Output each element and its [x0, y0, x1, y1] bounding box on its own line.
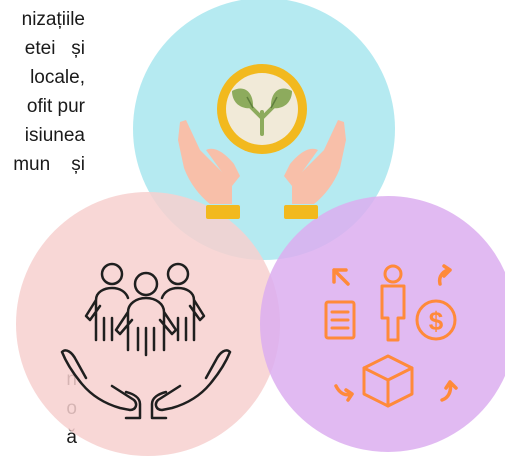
text-line: isiunea	[24, 125, 85, 146]
circle-left	[16, 192, 280, 456]
hands-with-plant-icon	[178, 64, 346, 219]
text-line: etei și	[24, 38, 85, 59]
hands-holding-people-icon	[60, 262, 232, 420]
svg-text:$: $	[429, 306, 444, 336]
text-line: locale,	[30, 67, 85, 88]
text-line: mun și	[13, 154, 85, 175]
circle-right	[260, 196, 505, 452]
text-line: ofit pur	[26, 96, 85, 117]
text-line: nizațiile	[21, 9, 85, 30]
business-cycle-icon: $	[324, 264, 458, 408]
text-line: ă	[66, 427, 77, 448]
